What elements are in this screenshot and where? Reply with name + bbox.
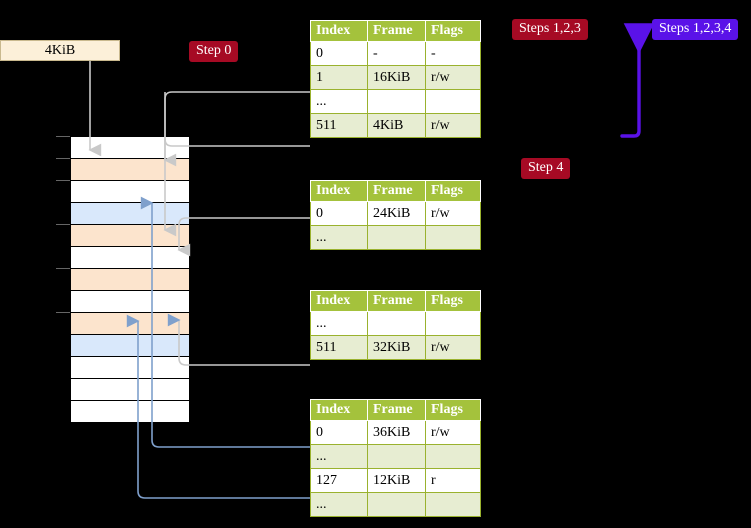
memory-frame-row [70, 268, 190, 291]
table-cell: 0 [310, 201, 368, 226]
table-row: ... [310, 492, 481, 517]
memory-tick-mark [56, 158, 70, 159]
memory-frame-row [70, 158, 190, 181]
table-cell [367, 444, 426, 469]
column-header-frame: Frame [367, 290, 426, 312]
column-header-flags: Flags [425, 180, 481, 202]
table-cell: ... [310, 89, 368, 114]
memory-frame-row [70, 202, 190, 225]
kib-frame-box: 4KiB [0, 40, 120, 61]
table-cell: r [425, 468, 481, 493]
memory-frame-row [70, 356, 190, 379]
table-cell: r/w [425, 65, 481, 90]
memory-tick-mark [56, 268, 70, 269]
table-cell [425, 492, 481, 517]
memory-tick-mark [56, 312, 70, 313]
memory-frame-row [70, 312, 190, 335]
memory-frame-row [70, 136, 190, 159]
table-cell: 511 [310, 335, 368, 360]
memory-tick-mark [56, 224, 70, 225]
column-header-index: Index [310, 180, 368, 202]
table-cell: 511 [310, 113, 368, 138]
column-header-frame: Frame [367, 399, 426, 421]
table-cell: ... [310, 492, 368, 517]
column-header-frame: Frame [367, 20, 426, 42]
memory-frame-row [70, 378, 190, 401]
connector-pd-511 [167, 313, 310, 366]
memory-frame-row [70, 224, 190, 247]
table-cell [425, 89, 481, 114]
column-header-index: Index [310, 290, 368, 312]
column-header-flags: Flags [425, 20, 481, 42]
step-0-badge: Step 0 [189, 41, 239, 62]
memory-frame-row [70, 400, 190, 423]
steps-123-badge: Steps 1,2,3 [512, 19, 588, 40]
table-cell: r/w [425, 335, 481, 360]
table-cell [367, 492, 426, 517]
column-header-index: Index [310, 399, 368, 421]
table-cell: - [367, 41, 426, 66]
table-row: 0-- [310, 41, 481, 66]
purple-steps-arrow [620, 23, 655, 138]
table-cell [367, 311, 426, 336]
table-cell [425, 311, 481, 336]
table-cell: 1 [310, 65, 368, 90]
table-cell [367, 89, 426, 114]
table-row: ... [310, 311, 481, 336]
memory-frame-row [70, 334, 190, 357]
column-header-frame: Frame [367, 180, 426, 202]
table-cell: 0 [310, 420, 368, 445]
table-cell [367, 225, 426, 250]
column-header-flags: Flags [425, 399, 481, 421]
table-cell [425, 225, 481, 250]
memory-frame-row [70, 180, 190, 203]
table-row: ... [310, 444, 481, 469]
table-row: ... [310, 225, 481, 250]
column-header-flags: Flags [425, 290, 481, 312]
memory-frame-row [70, 246, 190, 269]
table-cell: 36KiB [367, 420, 426, 445]
memory-tick-mark [56, 136, 70, 137]
table-cell: r/w [425, 113, 481, 138]
steps-1234-badge: Steps 1,2,3,4 [652, 19, 739, 40]
table-cell: 24KiB [367, 201, 426, 226]
table-cell: ... [310, 311, 368, 336]
table-cell: r/w [425, 420, 481, 445]
table-row: ... [310, 89, 481, 114]
column-header-index: Index [310, 20, 368, 42]
table-cell: - [425, 41, 481, 66]
table-cell: ... [310, 444, 368, 469]
step-4-badge: Step 4 [521, 158, 571, 179]
table-cell: 4KiB [367, 113, 426, 138]
physical-memory-column [56, 136, 190, 423]
table-cell: 12KiB [367, 468, 426, 493]
table-cell: 0 [310, 41, 368, 66]
table-cell [425, 444, 481, 469]
connector-pdpt-0 [177, 217, 310, 257]
table-cell: 32KiB [367, 335, 426, 360]
memory-frame-row [70, 290, 190, 313]
table-cell: r/w [425, 201, 481, 226]
table-cell: 16KiB [367, 65, 426, 90]
table-cell: ... [310, 225, 368, 250]
table-cell: 127 [310, 468, 368, 493]
memory-tick-mark [56, 180, 70, 181]
